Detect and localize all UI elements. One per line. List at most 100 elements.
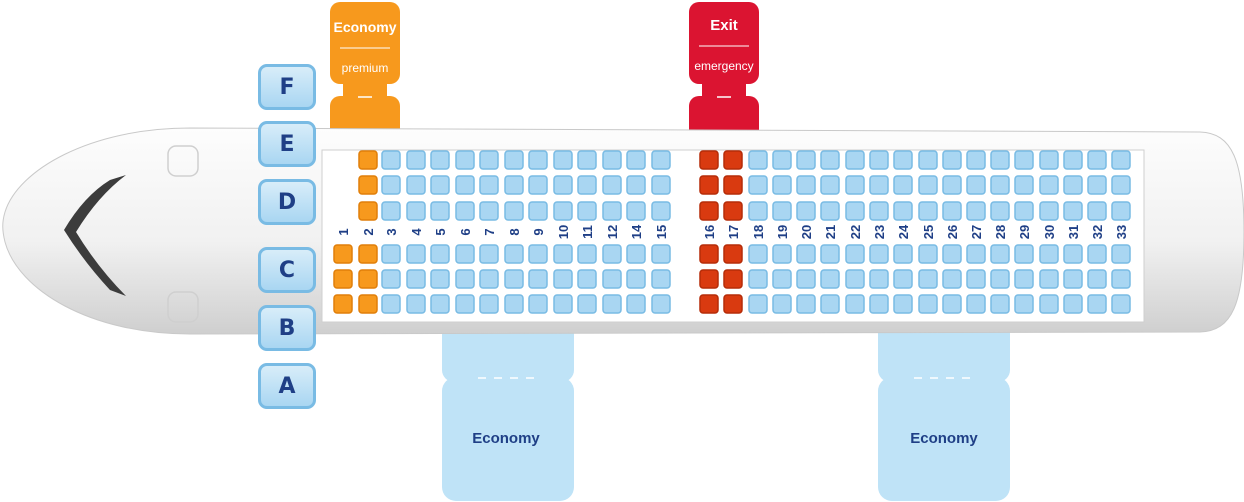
seat-16E[interactable] bbox=[699, 175, 719, 195]
seat-7E[interactable] bbox=[479, 175, 499, 195]
seat-27B[interactable] bbox=[966, 269, 986, 289]
seat-8D[interactable] bbox=[504, 201, 524, 221]
seat-14F[interactable] bbox=[626, 150, 646, 170]
seat-3B[interactable] bbox=[381, 269, 401, 289]
seat-20F[interactable] bbox=[796, 150, 816, 170]
seat-30A[interactable] bbox=[1039, 294, 1059, 314]
seat-29E[interactable] bbox=[1014, 175, 1034, 195]
seat-9C[interactable] bbox=[528, 244, 548, 264]
seat-28F[interactable] bbox=[990, 150, 1010, 170]
seat-5A[interactable] bbox=[430, 294, 450, 314]
seat-7C[interactable] bbox=[479, 244, 499, 264]
seat-10E[interactable] bbox=[553, 175, 573, 195]
seat-5E[interactable] bbox=[430, 175, 450, 195]
seat-16F[interactable] bbox=[699, 150, 719, 170]
seat-29C[interactable] bbox=[1014, 244, 1034, 264]
seat-11D[interactable] bbox=[577, 201, 597, 221]
seat-18E[interactable] bbox=[748, 175, 768, 195]
seat-23B[interactable] bbox=[869, 269, 889, 289]
seat-17F[interactable] bbox=[723, 150, 743, 170]
seat-15B[interactable] bbox=[651, 269, 671, 289]
seat-1C[interactable] bbox=[333, 244, 353, 264]
seat-6A[interactable] bbox=[455, 294, 475, 314]
seat-5C[interactable] bbox=[430, 244, 450, 264]
seat-22B[interactable] bbox=[845, 269, 865, 289]
seat-6D[interactable] bbox=[455, 201, 475, 221]
seat-25C[interactable] bbox=[918, 244, 938, 264]
seat-29F[interactable] bbox=[1014, 150, 1034, 170]
seat-21D[interactable] bbox=[820, 201, 840, 221]
seat-29D[interactable] bbox=[1014, 201, 1034, 221]
seat-25D[interactable] bbox=[918, 201, 938, 221]
seat-7F[interactable] bbox=[479, 150, 499, 170]
seat-16B[interactable] bbox=[699, 269, 719, 289]
seat-24A[interactable] bbox=[893, 294, 913, 314]
seat-33A[interactable] bbox=[1111, 294, 1131, 314]
seat-4C[interactable] bbox=[406, 244, 426, 264]
seat-28C[interactable] bbox=[990, 244, 1010, 264]
seat-25F[interactable] bbox=[918, 150, 938, 170]
seat-9E[interactable] bbox=[528, 175, 548, 195]
seat-8B[interactable] bbox=[504, 269, 524, 289]
seat-27E[interactable] bbox=[966, 175, 986, 195]
seat-19E[interactable] bbox=[772, 175, 792, 195]
seat-15D[interactable] bbox=[651, 201, 671, 221]
seat-8E[interactable] bbox=[504, 175, 524, 195]
seat-26F[interactable] bbox=[942, 150, 962, 170]
seat-11B[interactable] bbox=[577, 269, 597, 289]
seat-11F[interactable] bbox=[577, 150, 597, 170]
seat-2D[interactable] bbox=[358, 201, 378, 221]
seat-15A[interactable] bbox=[651, 294, 671, 314]
seat-2A[interactable] bbox=[358, 294, 378, 314]
seat-8F[interactable] bbox=[504, 150, 524, 170]
seat-22E[interactable] bbox=[845, 175, 865, 195]
seat-31C[interactable] bbox=[1063, 244, 1083, 264]
seat-2C[interactable] bbox=[358, 244, 378, 264]
seat-18B[interactable] bbox=[748, 269, 768, 289]
seat-26A[interactable] bbox=[942, 294, 962, 314]
seat-23F[interactable] bbox=[869, 150, 889, 170]
seat-4B[interactable] bbox=[406, 269, 426, 289]
seat-29B[interactable] bbox=[1014, 269, 1034, 289]
seat-11E[interactable] bbox=[577, 175, 597, 195]
seat-30F[interactable] bbox=[1039, 150, 1059, 170]
seat-4A[interactable] bbox=[406, 294, 426, 314]
seat-31D[interactable] bbox=[1063, 201, 1083, 221]
seat-10F[interactable] bbox=[553, 150, 573, 170]
seat-19F[interactable] bbox=[772, 150, 792, 170]
seat-31E[interactable] bbox=[1063, 175, 1083, 195]
seat-16D[interactable] bbox=[699, 201, 719, 221]
seat-19D[interactable] bbox=[772, 201, 792, 221]
seat-15F[interactable] bbox=[651, 150, 671, 170]
seat-3A[interactable] bbox=[381, 294, 401, 314]
seat-6B[interactable] bbox=[455, 269, 475, 289]
seat-2F[interactable] bbox=[358, 150, 378, 170]
seat-26C[interactable] bbox=[942, 244, 962, 264]
seat-14B[interactable] bbox=[626, 269, 646, 289]
seat-29A[interactable] bbox=[1014, 294, 1034, 314]
seat-22D[interactable] bbox=[845, 201, 865, 221]
seat-33D[interactable] bbox=[1111, 201, 1131, 221]
seat-18A[interactable] bbox=[748, 294, 768, 314]
seat-27A[interactable] bbox=[966, 294, 986, 314]
seat-10D[interactable] bbox=[553, 201, 573, 221]
seat-9B[interactable] bbox=[528, 269, 548, 289]
seat-17E[interactable] bbox=[723, 175, 743, 195]
seat-20C[interactable] bbox=[796, 244, 816, 264]
seat-27F[interactable] bbox=[966, 150, 986, 170]
seat-2E[interactable] bbox=[358, 175, 378, 195]
seat-10B[interactable] bbox=[553, 269, 573, 289]
seat-26D[interactable] bbox=[942, 201, 962, 221]
seat-31A[interactable] bbox=[1063, 294, 1083, 314]
seat-25B[interactable] bbox=[918, 269, 938, 289]
seat-16C[interactable] bbox=[699, 244, 719, 264]
seat-32D[interactable] bbox=[1087, 201, 1107, 221]
seat-21C[interactable] bbox=[820, 244, 840, 264]
seat-17C[interactable] bbox=[723, 244, 743, 264]
seat-24B[interactable] bbox=[893, 269, 913, 289]
seat-21A[interactable] bbox=[820, 294, 840, 314]
seat-23C[interactable] bbox=[869, 244, 889, 264]
seat-32F[interactable] bbox=[1087, 150, 1107, 170]
seat-5D[interactable] bbox=[430, 201, 450, 221]
seat-12D[interactable] bbox=[602, 201, 622, 221]
